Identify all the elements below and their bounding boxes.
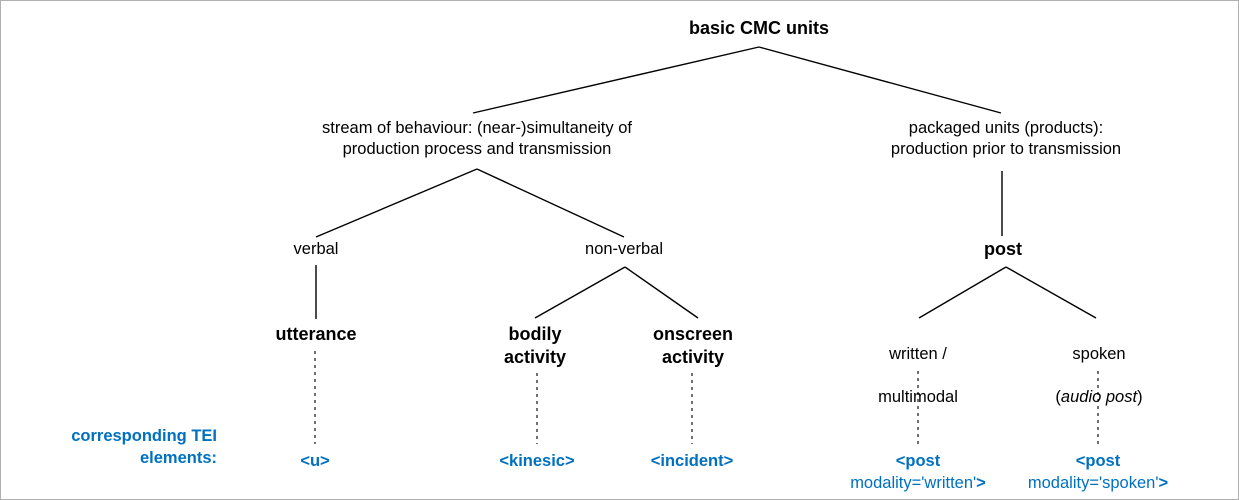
- edge-stream-to-nonverbal: [476, 168, 625, 238]
- edge-post-to-spoken: [1005, 266, 1097, 319]
- tei-post-written-attr: modality='written': [850, 473, 977, 492]
- node-non-verbal: non-verbal: [585, 240, 663, 258]
- tei-post-written-close: >: [976, 473, 986, 492]
- tei-element-post-spoken: <post modality='spoken'>: [1028, 451, 1168, 495]
- edge-post-to-written: [918, 266, 1007, 319]
- node-spoken-audio-post-italic: audio post: [1060, 388, 1138, 407]
- tei-element-incident: <incident>: [650, 452, 734, 470]
- tei-post-spoken-line1: <post: [1075, 452, 1121, 470]
- edge-root-to-packaged: [758, 46, 1002, 114]
- node-onscreen-activity: onscreen activity: [652, 324, 734, 368]
- node-post: post: [984, 239, 1022, 259]
- node-stream-of-behaviour: stream of behaviour: (near-)simultaneity…: [322, 119, 632, 159]
- node-written-multimodal-line2: multimodal: [878, 388, 958, 407]
- tei-elements-caption: corresponding TEI elements:: [71, 427, 217, 467]
- edge-root-to-stream: [472, 46, 760, 114]
- tei-element-kinesic: <kinesic>: [499, 452, 575, 470]
- node-written-multimodal-line1: written /: [889, 345, 947, 364]
- edge-nonverbal-to-onscreen: [624, 266, 699, 319]
- node-spoken-audio-post: spoken (audio post): [1055, 323, 1142, 409]
- tei-post-spoken-close: >: [1158, 473, 1169, 492]
- node-packaged-units: packaged units (products): production pr…: [890, 119, 1122, 159]
- edge-stream-to-verbal: [315, 168, 478, 238]
- node-bodily-activity: bodily activity: [503, 324, 567, 368]
- tei-post-spoken-attr: modality='spoken': [1027, 473, 1159, 492]
- node-spoken-paren-close: ): [1137, 388, 1143, 407]
- tei-element-u: <u>: [300, 452, 330, 470]
- edge-nonverbal-to-bodily: [534, 266, 626, 319]
- tei-post-written-line1: <post: [895, 452, 941, 470]
- node-verbal: verbal: [293, 240, 339, 258]
- node-spoken-paren-open: (: [1055, 388, 1061, 407]
- node-written-multimodal: written / multimodal: [878, 323, 958, 409]
- tei-element-post-written: <post modality='written'>: [850, 451, 986, 495]
- node-spoken-line1: spoken: [1072, 345, 1126, 364]
- node-utterance: utterance: [275, 324, 357, 344]
- node-basic-cmc-units: basic CMC units: [688, 18, 830, 38]
